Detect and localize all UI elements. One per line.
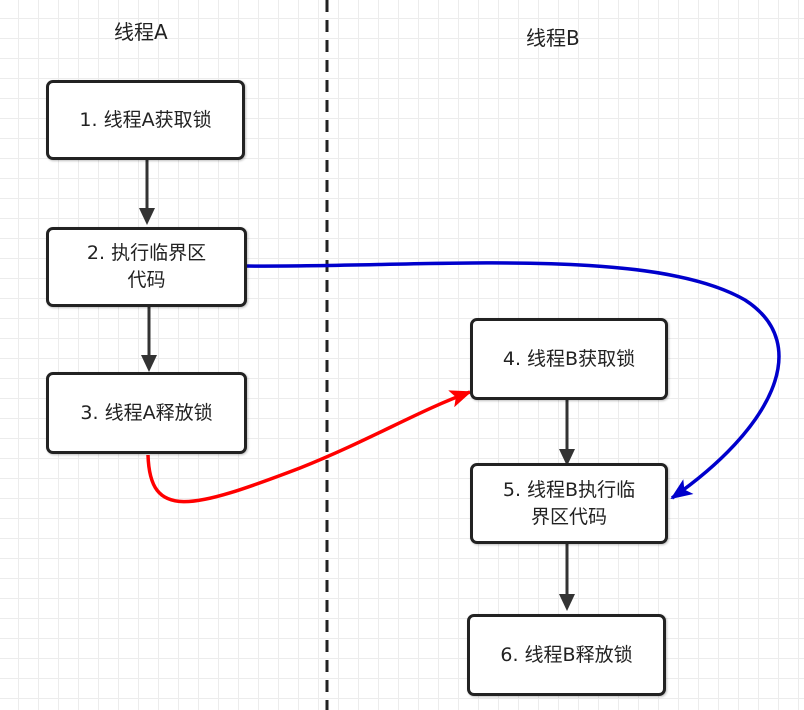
lane-title-a: 线程A: [114, 20, 168, 44]
node-6-thread-b-release-lock: 6. 线程B释放锁: [467, 614, 666, 696]
node-4-label: 4. 线程B获取锁: [502, 347, 636, 370]
node-5-label: 5. 线程B执行临 界区代码: [502, 478, 636, 528]
node-5-thread-b-execute-critical-section: 5. 线程B执行临 界区代码: [470, 463, 668, 544]
node-1-thread-a-acquire-lock: 1. 线程A获取锁: [46, 80, 245, 160]
arrow-release-to-acquire: [146, 390, 472, 504]
node-1-label: 1. 线程A获取锁: [79, 108, 212, 131]
arrowhead-5-to-6: [559, 594, 575, 611]
node-3-thread-a-release-lock: 3. 线程A释放锁: [46, 372, 247, 454]
arrow-critical-to-critical: [245, 261, 781, 500]
arrowhead-1-to-2: [139, 208, 155, 225]
node-2-label: 2. 执行临界区 代码: [86, 242, 207, 291]
lane-title-b: 线程B: [526, 26, 580, 50]
node-2-execute-critical-section: 2. 执行临界区 代码: [46, 227, 247, 307]
arrowhead-2-to-3: [141, 355, 157, 372]
node-3-label: 3. 线程A释放锁: [80, 401, 213, 424]
node-4-thread-b-acquire-lock: 4. 线程B获取锁: [470, 318, 668, 400]
arrowhead-4-to-5: [559, 449, 575, 466]
node-6-label: 6. 线程B释放锁: [500, 643, 633, 666]
